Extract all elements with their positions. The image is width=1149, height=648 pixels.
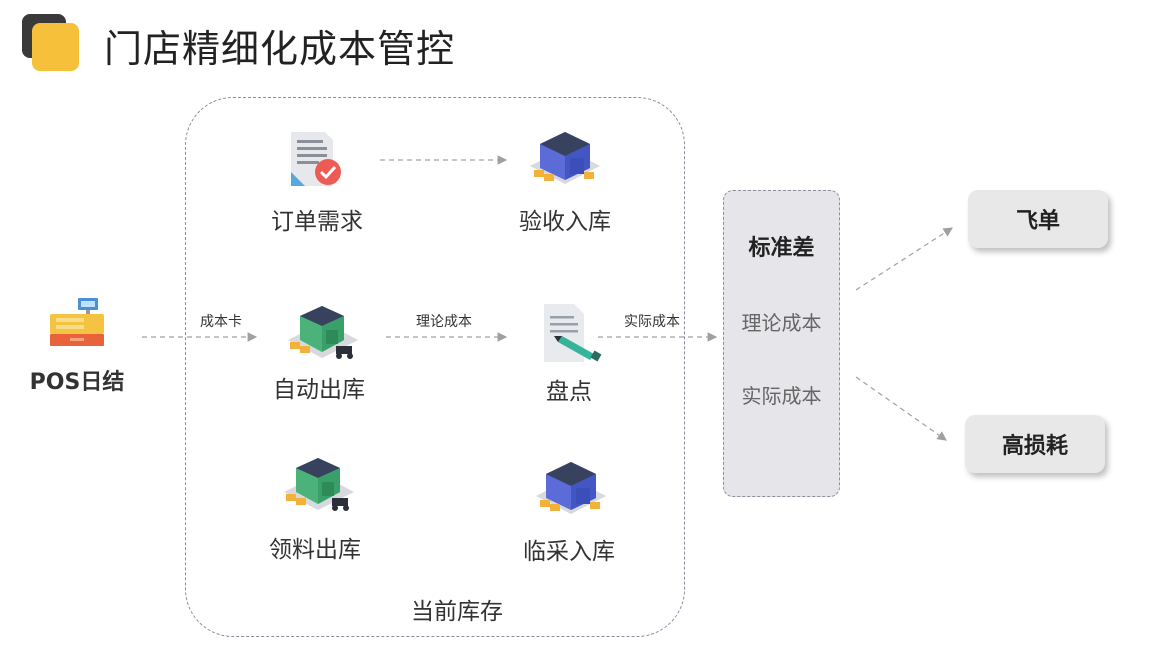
document-pen-icon xyxy=(544,304,602,362)
node-order-demand: 订单需求 xyxy=(271,209,363,235)
document-check-icon xyxy=(291,132,341,186)
warehouse-icon xyxy=(536,462,606,514)
std-deviation-box xyxy=(723,190,840,497)
current-inventory-box xyxy=(185,97,685,637)
title-icon xyxy=(32,23,79,71)
node-receive-stock: 验收入库 xyxy=(519,209,611,235)
std-deviation-title: 标准差 xyxy=(748,236,815,261)
arrow-std-to-high-loss xyxy=(855,376,947,441)
node-auto-outbound: 自动出库 xyxy=(273,377,365,403)
node-temp-purchase-inbound: 临采入库 xyxy=(523,539,615,565)
node-inventory-count: 盘点 xyxy=(546,379,592,405)
warehouse-truck-icon xyxy=(288,306,358,359)
warehouse-icon xyxy=(530,132,600,184)
edge-label-actual-cost: 实际成本 xyxy=(624,314,680,330)
result-high-loss: 高损耗 xyxy=(965,415,1105,473)
page-title: 门店精细化成本管控 xyxy=(104,27,456,71)
warehouse-truck-icon xyxy=(284,458,354,511)
result-fly-order: 飞单 xyxy=(968,190,1108,248)
node-requisition-outbound: 领料出库 xyxy=(269,537,361,563)
cash-register-icon xyxy=(50,298,104,346)
pos-label: POS日结 xyxy=(29,370,125,395)
current-inventory-caption: 当前库存 xyxy=(411,599,503,625)
edge-label-cost-card: 成本卡 xyxy=(200,314,242,330)
edge-label-theoretical-cost: 理论成本 xyxy=(416,314,472,330)
std-item-actual: 实际成本 xyxy=(741,384,822,408)
std-item-theoretical: 理论成本 xyxy=(741,311,822,335)
arrow-std-to-fly-order xyxy=(855,227,954,291)
